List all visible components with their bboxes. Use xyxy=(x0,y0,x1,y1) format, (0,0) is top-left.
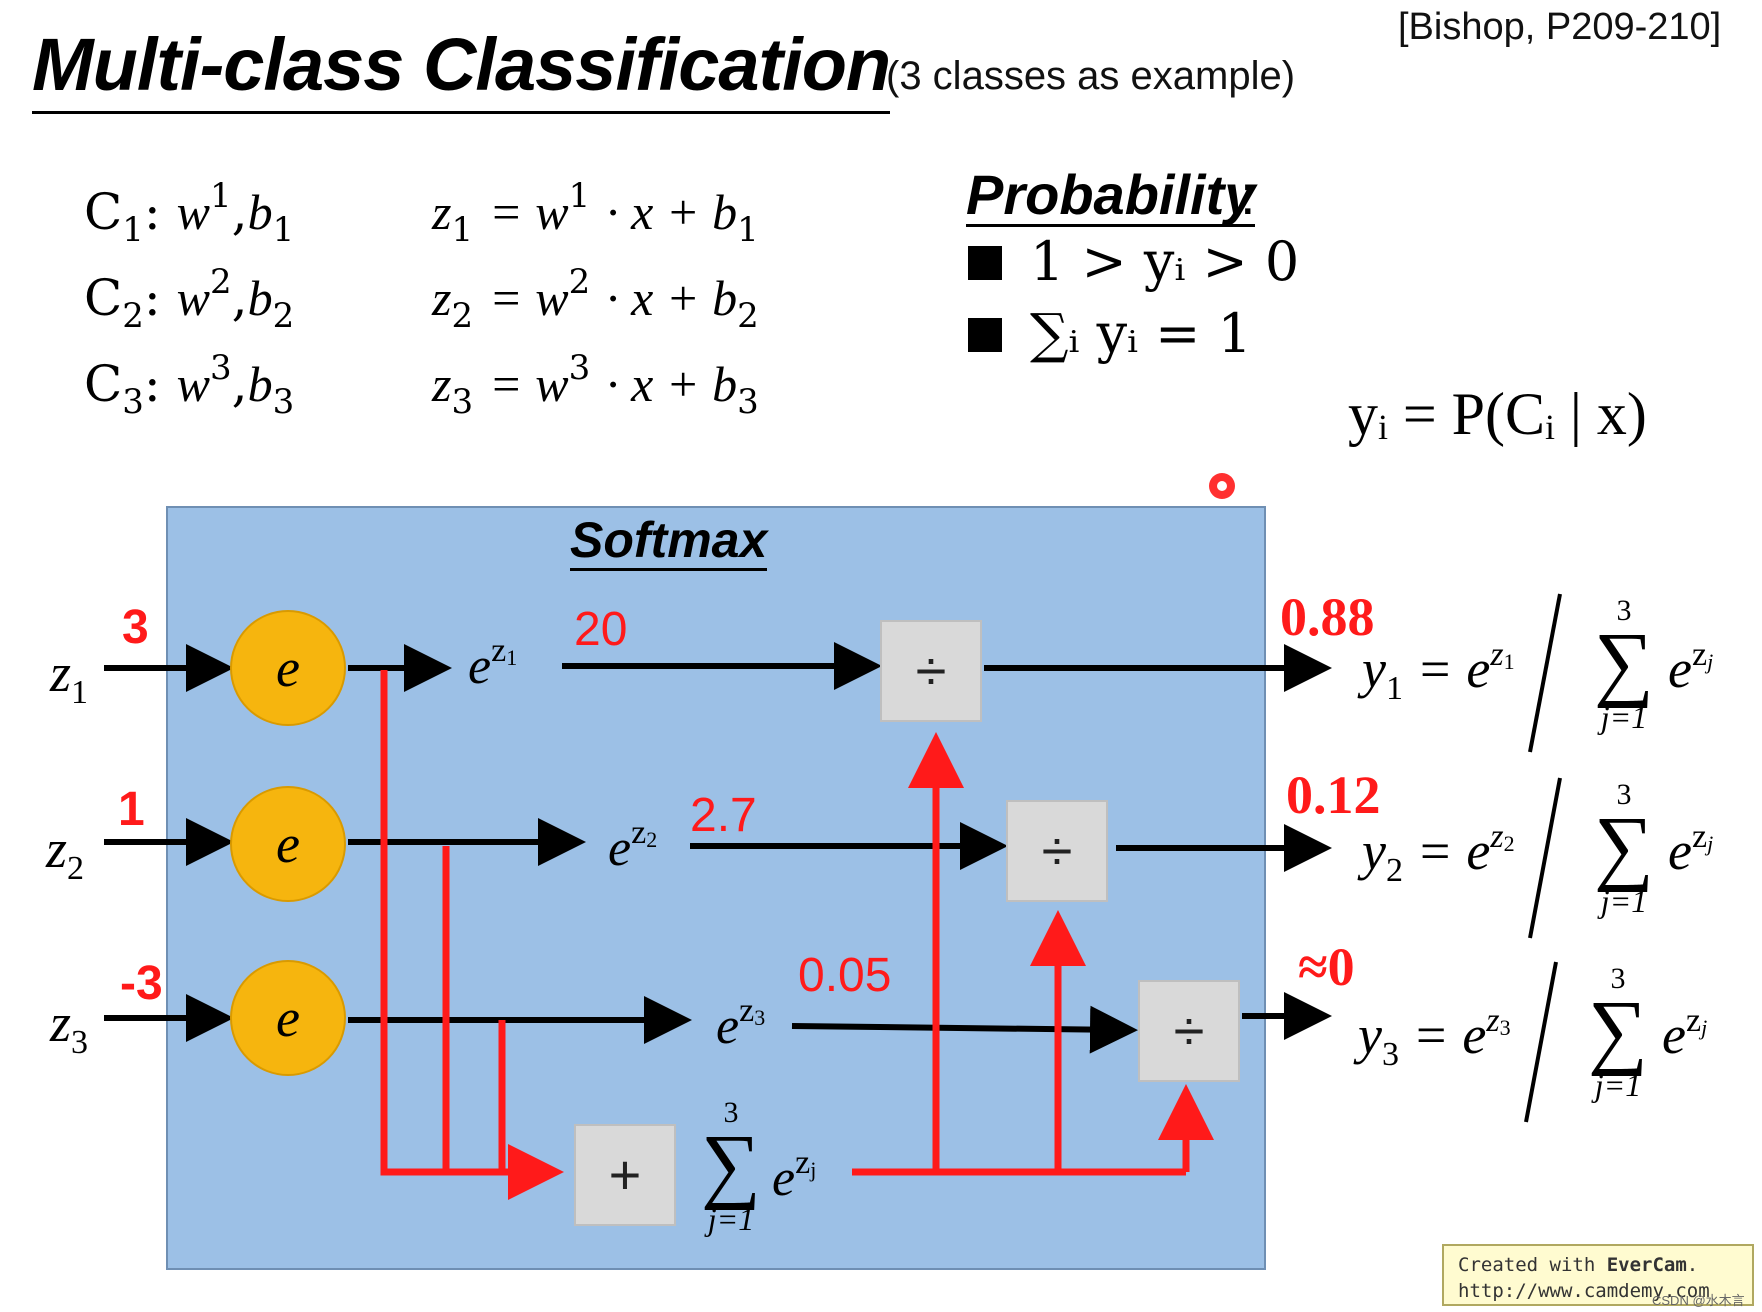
softmax-title: Softmax xyxy=(570,512,768,571)
output-formula-1: y1 = ez1 xyxy=(1362,636,1515,707)
exp-node-3: e xyxy=(230,960,346,1076)
exp-label-3: ez3 xyxy=(716,992,766,1055)
divide-node-2: ÷ xyxy=(1006,800,1108,902)
sum-expression: 3 ∑ j=1 xyxy=(701,1096,761,1237)
sum-term: ezj xyxy=(772,1144,817,1207)
sum-feed-line-1 xyxy=(380,670,564,1200)
fraction-slash-2 xyxy=(1528,777,1562,939)
output-sum-term-1: ezj xyxy=(1668,636,1714,699)
input-value-z1: 3 xyxy=(122,601,149,654)
exp-value-3: 0.05 xyxy=(798,949,892,1002)
sum-node: + xyxy=(574,1124,676,1226)
probability-colon: : xyxy=(1240,163,1256,226)
evercam-watermark: Created with EverCam. http://www.camdemy… xyxy=(1442,1244,1754,1306)
slide-title: Multi-class Classification xyxy=(32,22,891,114)
fraction-slash-1 xyxy=(1528,593,1562,753)
input-value-z2: 1 xyxy=(118,783,145,836)
output-formula-3: y3 = ez3 xyxy=(1358,1002,1511,1073)
bullet-square-icon xyxy=(968,318,1002,352)
input-label-z3: z3 xyxy=(50,993,89,1061)
recording-cursor-icon xyxy=(1209,473,1235,499)
output-value-3: ≈0 xyxy=(1298,937,1355,997)
bullet-square-icon xyxy=(968,246,1002,280)
probability-definition: yᵢ = P(Cᵢ | x) xyxy=(1348,381,1647,447)
probability-heading: Probability xyxy=(966,163,1256,227)
divide-node-1: ÷ xyxy=(880,620,982,722)
slide-subtitle: (3 classes as example) xyxy=(886,54,1296,98)
output-sum-1: 3 ∑ j=1 xyxy=(1594,594,1654,735)
output-sum-term-2: ezj xyxy=(1668,818,1714,881)
input-label-z1: z1 xyxy=(50,643,89,711)
output-formula-2: y2 = ez2 xyxy=(1362,818,1515,889)
output-sum-3: 3 ∑ j=1 xyxy=(1588,962,1648,1103)
exp-value-1: 20 xyxy=(574,603,628,656)
reference-citation: [Bishop, P209-210] xyxy=(1398,6,1722,48)
exp-node-2: e xyxy=(230,786,346,902)
exp-node-1: e xyxy=(230,610,346,726)
divide-node-3: ÷ xyxy=(1138,980,1240,1082)
csdn-watermark: CSDN @水木言 xyxy=(1652,1293,1745,1308)
probability-rule-2: ∑ᵢ yᵢ = 1 xyxy=(1030,302,1252,365)
output-sum-2: 3 ∑ j=1 xyxy=(1594,778,1654,919)
exp-label-2: ez2 xyxy=(608,814,658,877)
numerator-arrow-3 xyxy=(791,1005,1138,1054)
input-label-z2: z2 xyxy=(46,819,85,887)
output-value-1: 0.88 xyxy=(1280,587,1375,647)
input-value-z3: -3 xyxy=(120,957,163,1010)
exp-label-1: ez1 xyxy=(468,632,518,695)
fraction-slash-3 xyxy=(1524,961,1558,1123)
output-sum-term-3: ezj xyxy=(1662,1002,1708,1065)
output-value-2: 0.12 xyxy=(1286,765,1381,825)
probability-rule-1: 1 > yᵢ > 0 xyxy=(1030,230,1300,293)
exp-value-2: 2.7 xyxy=(690,789,757,842)
evercam-link[interactable]: http://www.camdemy.com xyxy=(1458,1280,1710,1302)
